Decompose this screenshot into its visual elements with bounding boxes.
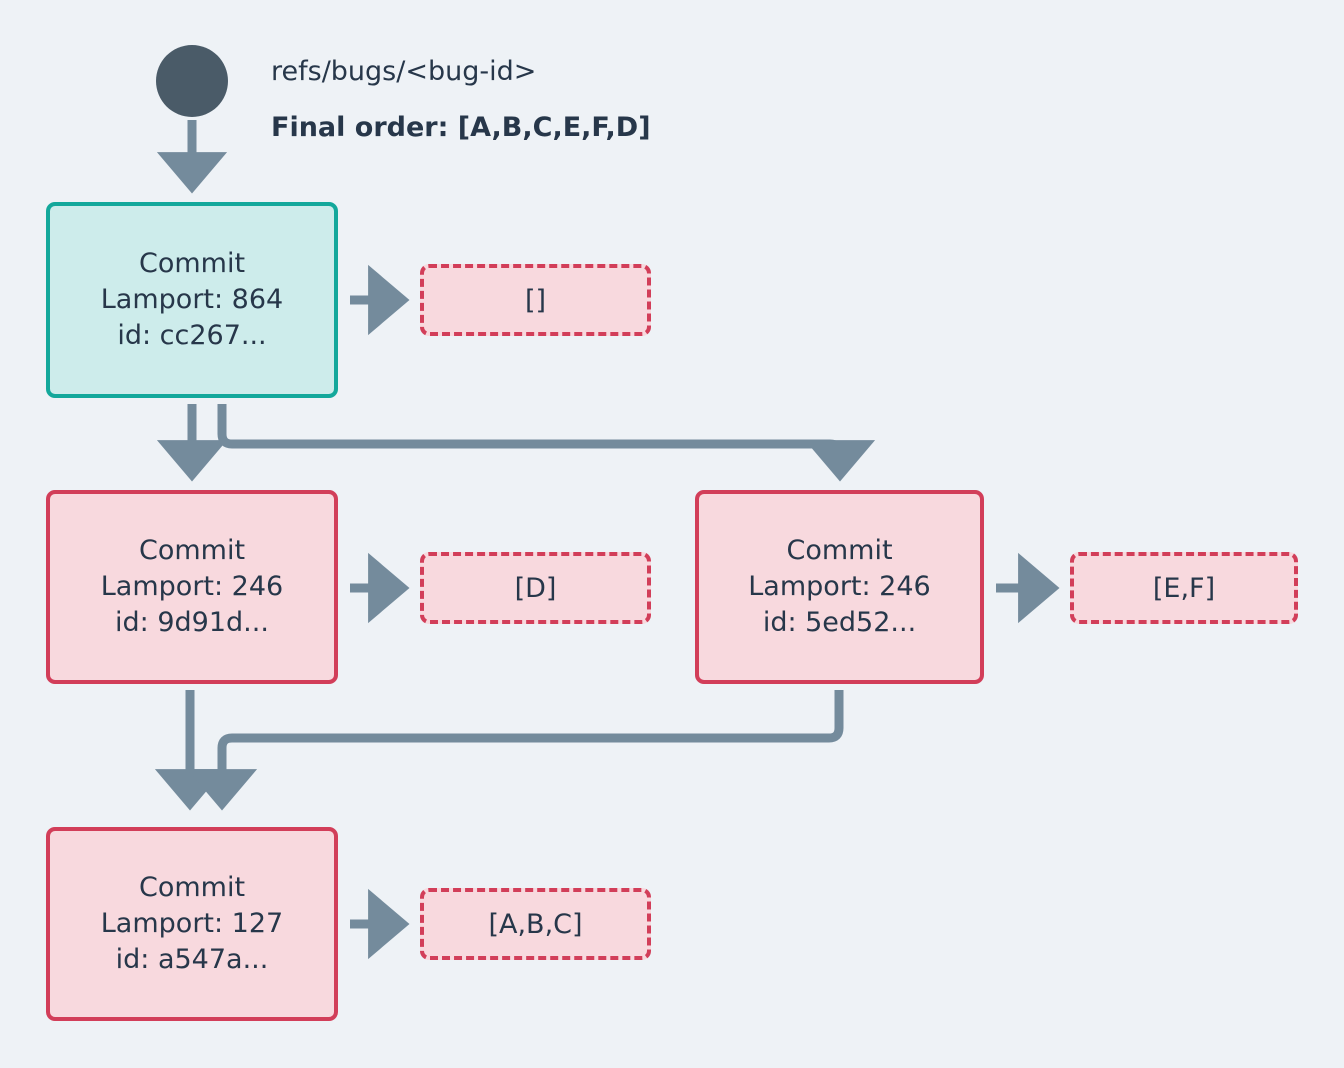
final-order-label: Final order: [A,B,C,E,F,D]: [271, 112, 651, 143]
operations-box-d[interactable]: [D]: [420, 552, 651, 624]
commit-node-5ed52[interactable]: Commit Lamport: 246 id: 5ed52...: [695, 490, 984, 684]
commit-node-lamport: Lamport: 246: [100, 571, 284, 603]
commit-node-lamport: Lamport: 864: [100, 284, 284, 316]
commit-node-lamport: Lamport: 127: [100, 908, 284, 940]
commit-node-a547a[interactable]: Commit Lamport: 127 id: a547a...: [46, 827, 338, 1021]
commit-node-title: Commit: [138, 248, 246, 280]
commit-node-lamport: Lamport: 246: [748, 571, 931, 603]
operations-box-ef[interactable]: [E,F]: [1070, 552, 1298, 624]
commit-node-id: id: 9d91d...: [115, 606, 269, 638]
commit-node-id: id: 5ed52...: [762, 606, 917, 638]
commit-node-title: Commit: [138, 872, 246, 904]
commit-node-id: id: a547a...: [115, 943, 269, 975]
commit-node-title: Commit: [786, 535, 893, 567]
commit-node-cc267[interactable]: Commit Lamport: 864 id: cc267...: [46, 202, 338, 398]
operations-box-abc[interactable]: [A,B,C]: [420, 888, 651, 960]
operations-box-empty[interactable]: []: [420, 264, 651, 336]
ref-path-label: refs/bugs/<bug-id>: [271, 56, 537, 87]
ref-root-marker-icon: [156, 45, 228, 117]
commit-node-id: id: cc267...: [117, 319, 267, 351]
commit-node-9d91d[interactable]: Commit Lamport: 246 id: 9d91d...: [46, 490, 338, 684]
edge-node-a-to-node-c: [217, 404, 876, 482]
commit-node-title: Commit: [138, 535, 246, 567]
edge-node-c-to-node-d: [186, 690, 844, 811]
